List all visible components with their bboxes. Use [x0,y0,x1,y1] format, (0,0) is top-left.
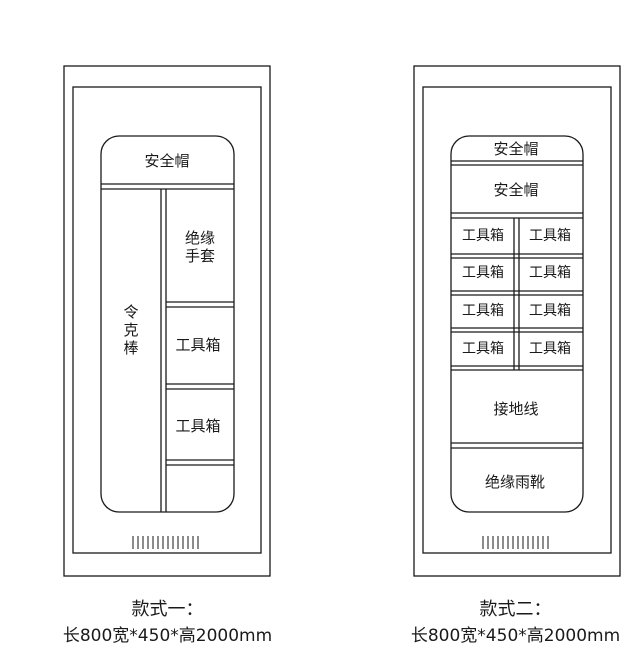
cabinet-2-outer-frame [413,65,621,577]
cabinet-1-inner-door [72,86,262,554]
caption-style-1-size: 长800宽*450*高2000mm [62,626,273,646]
cabinet-1-outer-frame [63,65,271,577]
cabinet-2-window [450,135,584,513]
cabinet-2-toolbox-label-r4-c1: 工具箱 [462,341,504,357]
caption-style-1: 款式一： 长800宽*450*高2000mm [40,597,295,649]
caption-style-2-name: 款式二： [479,599,552,620]
caption-style-2-size: 长800宽*450*高2000mm [410,626,621,646]
cabinet-1-rod-label-char-2: 克 [123,321,138,339]
cabinet-1-gloves-label-line-1: 绝缘 [185,229,215,247]
cabinet-2-boots-label: 绝缘雨靴 [485,473,545,491]
cabinet-2-grounding-label: 接地线 [493,400,538,418]
cabinet-1-helmet-label: 安全帽 [144,152,189,170]
cabinet-1-window [100,135,235,513]
cabinet-2-toolbox-label-r3-c2: 工具箱 [529,303,571,319]
cabinet-1-toolbox-label-2: 工具箱 [175,417,220,435]
cabinet-1-rod-label-char-1: 令 [123,303,138,321]
cabinet-2-toolbox-label-r1-c2: 工具箱 [529,228,571,244]
cabinet-2-toolbox-label-r2-c2: 工具箱 [529,265,571,281]
cabinet-1-gloves-label-line-2: 手套 [185,247,215,265]
cabinet-style-2 [413,65,621,577]
cabinet-2-toolbox-label-r3-c1: 工具箱 [462,303,504,319]
caption-style-2: 款式二： 长800宽*450*高2000mm [388,597,643,649]
cabinet-style-1 [63,65,271,577]
cabinet-1-vent [132,536,199,549]
cabinet-2-helmet-label: 安全帽 [493,181,538,199]
cabinet-2-top-helmet-label: 安全帽 [493,140,538,158]
cabinet-2-toolbox-label-r2-c1: 工具箱 [462,265,504,281]
cabinet-2-toolbox-label-r4-c2: 工具箱 [529,341,571,357]
cabinet-2-inner-door [422,86,612,554]
cabinet-2-vent [482,536,549,549]
caption-style-1-name: 款式一： [131,599,204,620]
cabinet-1-toolbox-label-1: 工具箱 [175,336,220,354]
cabinet-2-toolbox-label-r1-c1: 工具箱 [462,228,504,244]
cabinet-1-rod-label-char-3: 棒 [123,339,138,357]
